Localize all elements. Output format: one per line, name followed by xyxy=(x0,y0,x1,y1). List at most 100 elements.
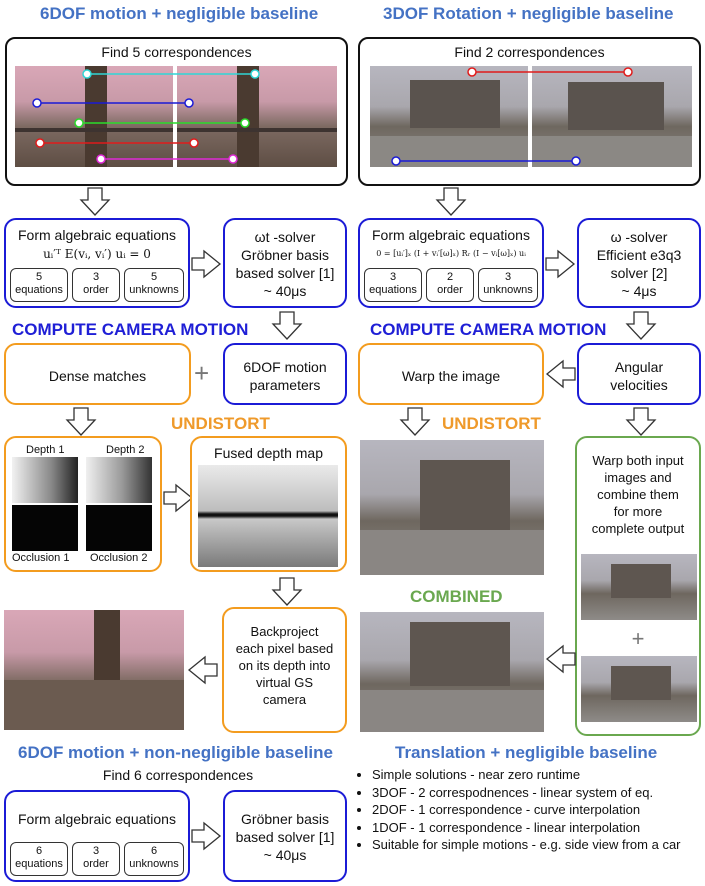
input-image-3 xyxy=(370,66,528,167)
combined-image xyxy=(360,612,544,732)
warped-image-2 xyxy=(581,656,697,722)
output-gs-image xyxy=(4,610,184,730)
arrow-right-3 xyxy=(163,483,194,513)
arrow-right-4 xyxy=(191,821,222,851)
bullet-item: 3DOF - 2 correspodnences - linear system… xyxy=(372,784,703,802)
algebra-title-right: Form algebraic equations xyxy=(372,227,530,243)
algebra-title-left: Form algebraic equations xyxy=(18,227,176,243)
motion-params-l2: parameters xyxy=(249,377,321,393)
title-top-left: 6DOF motion + negligible baseline xyxy=(40,4,319,23)
angular-l2: velocities xyxy=(610,377,668,393)
warp-both-box: Warp both input images and combine them … xyxy=(575,436,701,736)
arrow-down-3 xyxy=(271,311,303,340)
input-image-4 xyxy=(532,66,692,167)
correspondences-box-2: Find 2 correspondences xyxy=(358,37,701,186)
arrow-down-5 xyxy=(65,407,97,436)
translation-bullets: Simple solutions - near zero runtime 3DO… xyxy=(358,766,703,854)
depth-1-image xyxy=(12,457,78,503)
title-bottom-left: 6DOF motion + non-negligible baseline xyxy=(18,743,333,762)
dense-matches-label: Dense matches xyxy=(48,368,147,384)
solver-line1-left: Gröbner basis xyxy=(241,247,329,263)
correspondence-lines xyxy=(32,69,260,164)
undistorted-image xyxy=(360,440,544,575)
arrow-left-1 xyxy=(545,359,576,389)
title-top-right: 3DOF Rotation + negligible baseline xyxy=(383,4,674,23)
bullet-item: Simple solutions - near zero runtime xyxy=(372,766,703,784)
equation-left: uᵢ′ᵀ E(vᵢ, vᵢ′) uᵢ = 0 xyxy=(43,247,151,261)
input-image-2 xyxy=(177,66,337,167)
depth-2-label: Depth 2 xyxy=(106,444,145,456)
equation-right: 0 = [uᵢ′]ₓ (I + vᵢ′[ω]ₓ) Rᵣ (I − vᵢ[ω]ₓ)… xyxy=(376,249,526,258)
solver-line2-right: solver [2] xyxy=(610,265,668,281)
bullet-item: 1DOF - 1 correspondence - linear interpo… xyxy=(372,819,703,837)
correspondence-lines-2 xyxy=(391,67,633,166)
solver-box-bottom: Gröbner basis based solver [1] ~ 40μs xyxy=(223,790,347,882)
find-2-label: Find 2 correspondences xyxy=(454,44,605,60)
motion-params-l1: 6DOF motion xyxy=(243,359,327,375)
depth-1-label: Depth 1 xyxy=(26,444,65,456)
solver-bottom-time: ~ 40μs xyxy=(263,847,307,863)
depth-maps-box: Depth 1 Depth 2 Occlusion 1 Occlusion 2 xyxy=(4,436,162,572)
arrow-left-2 xyxy=(187,655,218,685)
arrow-down-6 xyxy=(399,407,431,436)
combined-label: COMBINED xyxy=(410,587,503,606)
correspondences-box-5: Find 5 correspondences xyxy=(5,37,348,186)
warped-image-1 xyxy=(581,554,697,620)
arrow-right-2 xyxy=(545,249,576,279)
arrow-down-2 xyxy=(435,187,467,216)
solver-bottom-l1: Gröbner basis xyxy=(241,811,329,827)
arrow-down-8 xyxy=(271,577,303,606)
algebra-box-right: Form algebraic equations 0 = [uᵢ′]ₓ (I +… xyxy=(358,218,544,308)
solver-line2-left: based solver [1] xyxy=(235,265,335,281)
plus-sign-2: + xyxy=(631,626,645,651)
occlusion-1-label: Occlusion 1 xyxy=(12,552,70,564)
algebra-box-left: Form algebraic equations uᵢ′ᵀ E(vᵢ, vᵢ′)… xyxy=(4,218,190,308)
undistort-right: UNDISTORT xyxy=(442,414,541,433)
solver-time-left: ~ 40μs xyxy=(263,283,307,299)
arrow-right-1 xyxy=(191,249,222,279)
arrow-down-1 xyxy=(79,187,111,216)
compute-motion-right: COMPUTE CAMERA MOTION xyxy=(370,320,607,339)
angular-l1: Angular xyxy=(614,359,664,375)
solver-box-right: ω -solver Efficient e3q3 solver [2] ~ 4μ… xyxy=(577,218,701,308)
solver-bottom-l2: based solver [1] xyxy=(235,829,335,845)
bullet-item: Suitable for simple motions - e.g. side … xyxy=(372,836,703,854)
angular-velocities-box: Angular velocities xyxy=(577,343,701,405)
occlusion-1-image xyxy=(12,505,78,551)
solver-name-left: ωt -solver xyxy=(254,229,316,245)
find-6-label: Find 6 correspondences xyxy=(102,767,254,783)
dense-matches-box: Dense matches xyxy=(4,343,191,405)
bullet-item: 2DOF - 1 correspondence - curve interpol… xyxy=(372,801,703,819)
backproject-box: Backproject each pixel based on its dept… xyxy=(222,607,347,733)
find-5-label: Find 5 correspondences xyxy=(101,44,252,60)
solver-name-right: ω -solver xyxy=(610,229,668,245)
occlusion-2-image xyxy=(86,505,152,551)
occlusion-2-label: Occlusion 2 xyxy=(90,552,148,564)
undistort-left: UNDISTORT xyxy=(171,414,270,433)
arrow-down-7 xyxy=(625,407,657,436)
arrow-left-3 xyxy=(545,644,576,674)
input-image-1 xyxy=(15,66,173,167)
warp-both-text: Warp both input images and combine them … xyxy=(591,453,685,536)
solver-box-left: ωt -solver Gröbner basis based solver [1… xyxy=(223,218,347,308)
algebra-title-bottom: Form algebraic equations xyxy=(18,811,176,827)
arrow-down-4 xyxy=(625,311,657,340)
title-bottom-right: Translation + negligible baseline xyxy=(395,743,658,762)
fused-depth-label: Fused depth map xyxy=(214,445,323,461)
solver-line1-right: Efficient e3q3 xyxy=(596,247,682,263)
warp-image-label: Warp the image xyxy=(401,368,501,384)
compute-motion-left: COMPUTE CAMERA MOTION xyxy=(12,320,249,339)
motion-params-box: 6DOF motion parameters xyxy=(223,343,347,405)
plus-sign-1: + xyxy=(194,358,210,388)
fused-depth-image xyxy=(198,465,338,567)
warp-image-box: Warp the image xyxy=(358,343,544,405)
depth-2-image xyxy=(86,457,152,503)
solver-time-right: ~ 4μs xyxy=(621,283,657,299)
